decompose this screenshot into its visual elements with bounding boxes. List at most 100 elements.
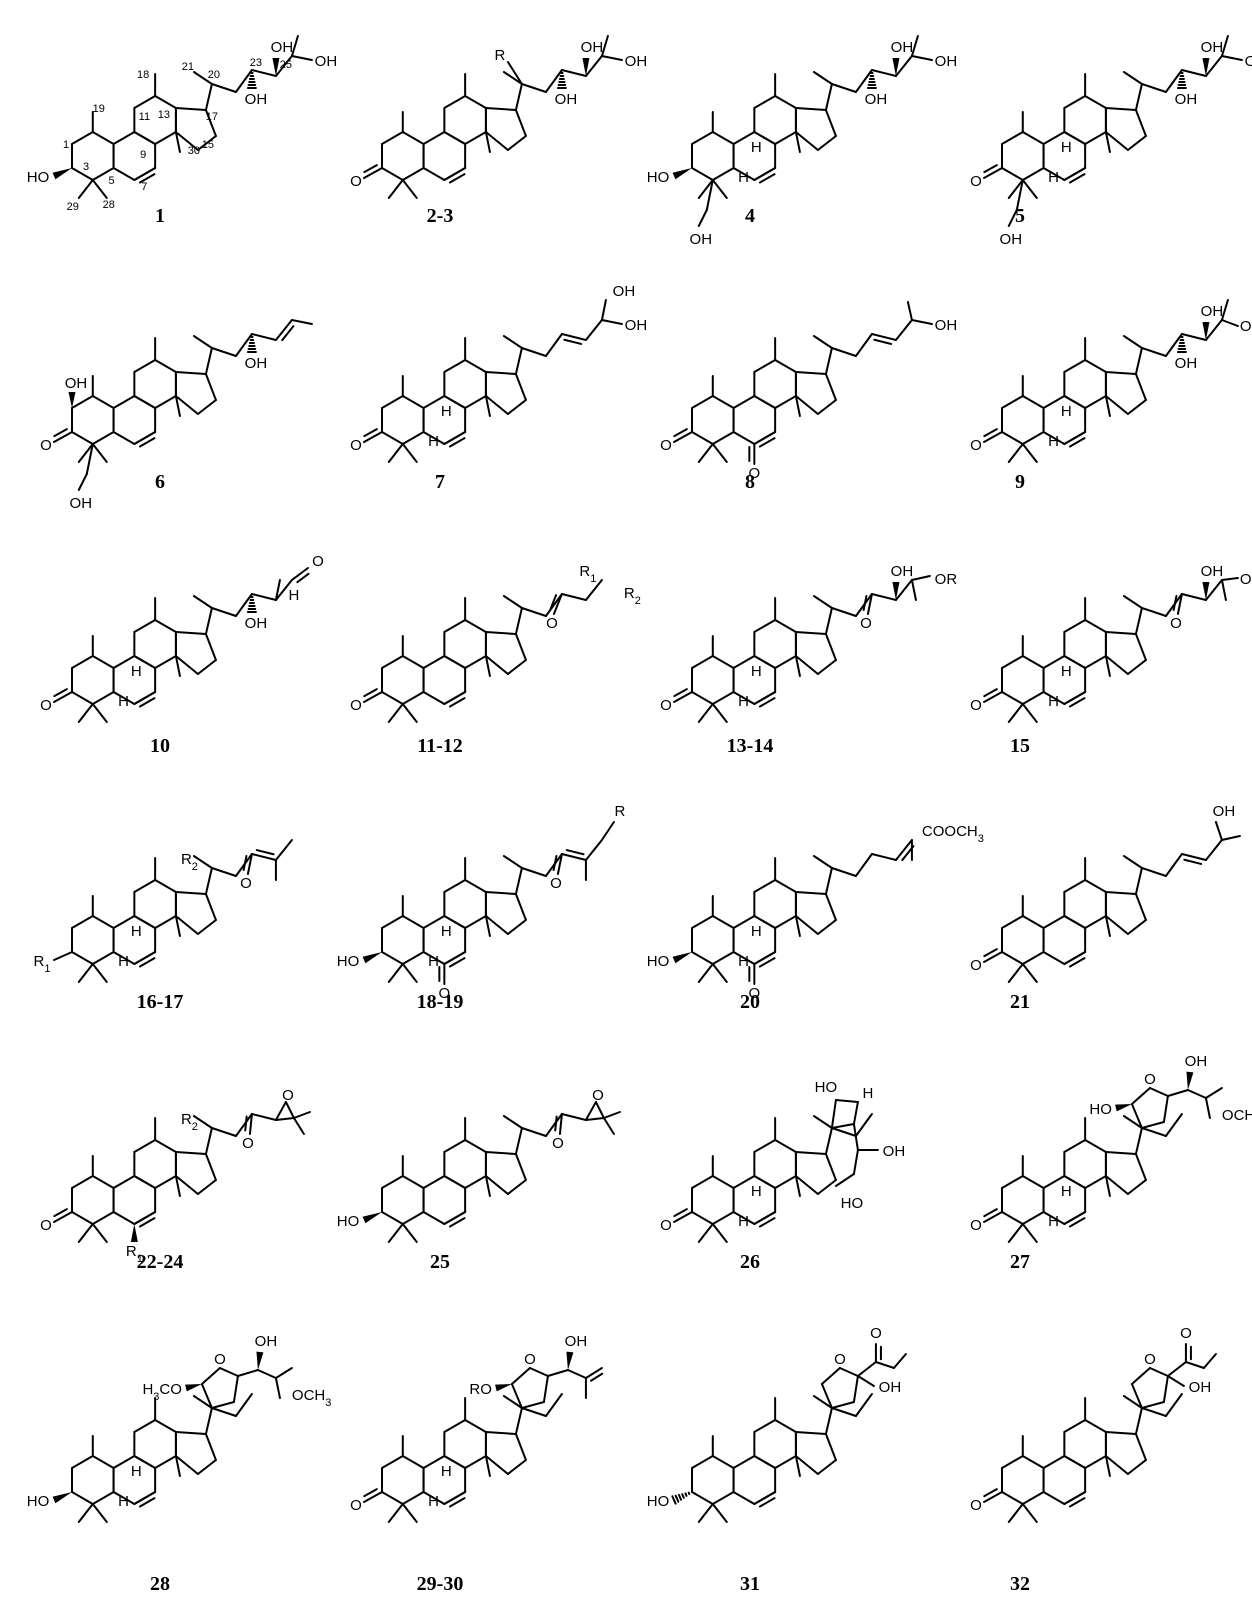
methyl-21: [192, 335, 213, 349]
bond: [566, 1369, 587, 1379]
ring-bond: [753, 879, 777, 893]
ring-bond: [174, 891, 207, 895]
ring-bond: [133, 1139, 157, 1153]
c23-ketone-o: O: [1170, 615, 1182, 632]
ring-bond: [732, 395, 756, 409]
ring-bond: [732, 1175, 756, 1189]
bond: [1204, 579, 1223, 601]
ring-bond: [422, 395, 446, 409]
h5-label: H: [1048, 693, 1059, 710]
ring-bond: [506, 1459, 527, 1475]
methyl-29: [91, 1503, 108, 1523]
h9-label: H: [751, 139, 762, 156]
bond: [133, 431, 157, 445]
bond: [983, 691, 1003, 703]
ring-bond: [154, 655, 177, 669]
wedge-bond: [672, 168, 692, 180]
epoxide-o: O: [282, 1087, 294, 1104]
bond: [560, 333, 587, 341]
ring-bond: [422, 1491, 446, 1505]
ring-bond: [443, 1175, 467, 1189]
bond: [1164, 333, 1183, 357]
ring-bond: [484, 1175, 509, 1195]
methyl-29: [91, 963, 108, 983]
bond: [753, 431, 777, 445]
wedge-bond: [672, 952, 692, 964]
bond: [292, 1117, 305, 1135]
ring-bond: [1021, 655, 1045, 669]
bond: [1148, 1367, 1169, 1377]
ring-bond: [1042, 1491, 1066, 1505]
side-hydroxyl: OH: [565, 1333, 588, 1350]
h9-label: H: [1061, 663, 1072, 680]
bond: [290, 567, 309, 581]
methyl-28: [1007, 179, 1024, 199]
bond: [910, 579, 917, 601]
methyl-29: [1021, 1223, 1038, 1243]
bond: [1214, 821, 1223, 841]
ring-bond: [732, 655, 756, 669]
bond: [274, 319, 293, 341]
double-bond: [1183, 858, 1203, 865]
ring-bond: [484, 395, 509, 415]
compound-number: 27: [1010, 1251, 1030, 1273]
ring-bond: [71, 1211, 94, 1225]
bond: [528, 1367, 549, 1377]
c29-hydroxyl: OH: [690, 231, 713, 248]
ring-bond: [1063, 131, 1087, 145]
hash-bond: [677, 1493, 683, 1501]
ring-bond: [154, 915, 177, 929]
bond: [1180, 69, 1207, 77]
ring-bond: [443, 95, 467, 109]
ring-bond: [174, 1455, 199, 1475]
ring-bond: [1042, 951, 1066, 965]
ring-bond: [204, 633, 217, 661]
hash-bond: [684, 1492, 688, 1497]
methyl-21: [812, 71, 833, 85]
ring-bond: [71, 915, 94, 929]
h9-label: H: [751, 923, 762, 940]
double-bond: [1172, 595, 1178, 612]
ring-bond: [691, 1175, 714, 1189]
hemiketal-oh: OH: [1189, 1379, 1212, 1396]
bond: [1140, 1401, 1165, 1409]
compound-number: 7: [435, 471, 445, 493]
ring-bond: [691, 915, 714, 929]
double-bond: [758, 697, 776, 708]
double-bond: [53, 428, 68, 438]
side-chain-bond: [514, 83, 523, 111]
bond: [510, 1367, 531, 1385]
ring-bond: [774, 359, 797, 373]
c3-ketone-o: O: [350, 437, 362, 454]
bond: [210, 83, 237, 93]
ring-bond: [732, 915, 756, 929]
methyl-21: [192, 71, 213, 85]
side-chain-bond: [1134, 347, 1143, 375]
bond: [830, 1407, 857, 1417]
atom-label: COOCH3: [922, 823, 984, 845]
double-bond: [673, 428, 688, 438]
c1-hydroxyl: OH: [65, 375, 88, 392]
side-chain-bond: [1134, 1407, 1143, 1435]
ring-bond: [774, 1455, 797, 1469]
atom-number: 5: [109, 175, 115, 187]
ring-bond: [1063, 1455, 1087, 1469]
bond: [363, 167, 383, 179]
hemiketal-oh: OH: [879, 1379, 902, 1396]
h9-label: H: [441, 1463, 452, 1480]
double-bond: [1068, 1497, 1086, 1508]
ring-bond: [112, 395, 136, 409]
bond: [210, 347, 237, 357]
double-bond: [862, 595, 868, 612]
ring-bond: [422, 131, 446, 145]
bond: [53, 431, 73, 443]
double-bond: [448, 437, 466, 448]
bond: [1063, 691, 1087, 705]
ring-bond: [691, 131, 714, 145]
h5-label: H: [118, 953, 129, 970]
methyl-30: [174, 915, 181, 937]
bond: [234, 1393, 253, 1417]
